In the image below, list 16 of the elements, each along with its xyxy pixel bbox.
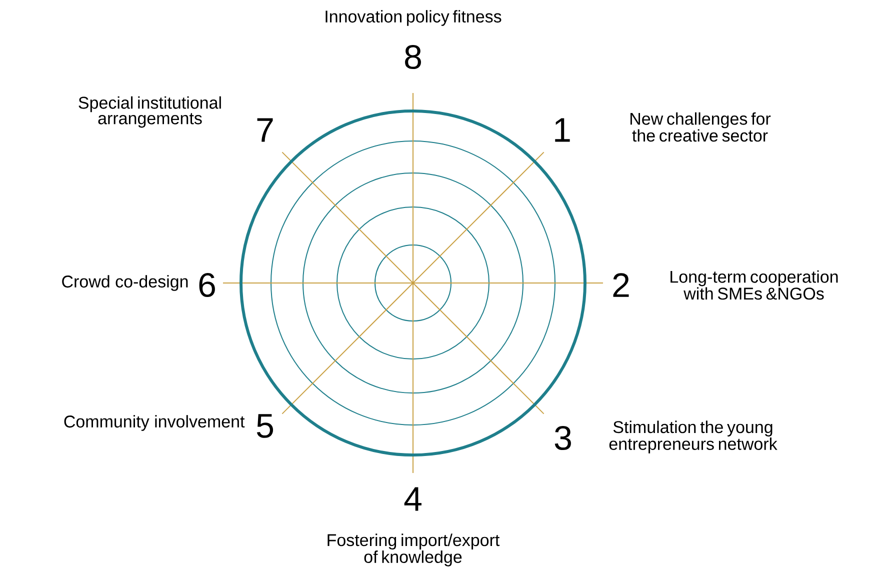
axis-number: 3: [554, 426, 571, 450]
axis-number: 2: [613, 273, 629, 297]
axis-label: Long-term cooperation with SMEs &NGOs: [670, 270, 838, 300]
axis-label: Innovation policy fitness: [326, 10, 502, 26]
axis-label: Stimulation the young entrepreneurs network: [609, 420, 778, 454]
axis-label: Community involvement: [64, 415, 245, 431]
axis-label: Fostering import/export of knowledge: [328, 534, 500, 566]
axis-number: 7: [257, 118, 273, 142]
axis-number: 6: [199, 272, 215, 298]
axis-label: Crowd co-design: [62, 275, 188, 291]
axis-label: Special institutional arrangements: [78, 96, 221, 128]
axis-label: New challenges for the creative sector: [630, 112, 771, 142]
axis-number: 5: [256, 414, 274, 438]
axis-number: 4: [404, 487, 422, 511]
axis-number: 1: [555, 118, 570, 142]
axis-number: 8: [405, 44, 421, 70]
